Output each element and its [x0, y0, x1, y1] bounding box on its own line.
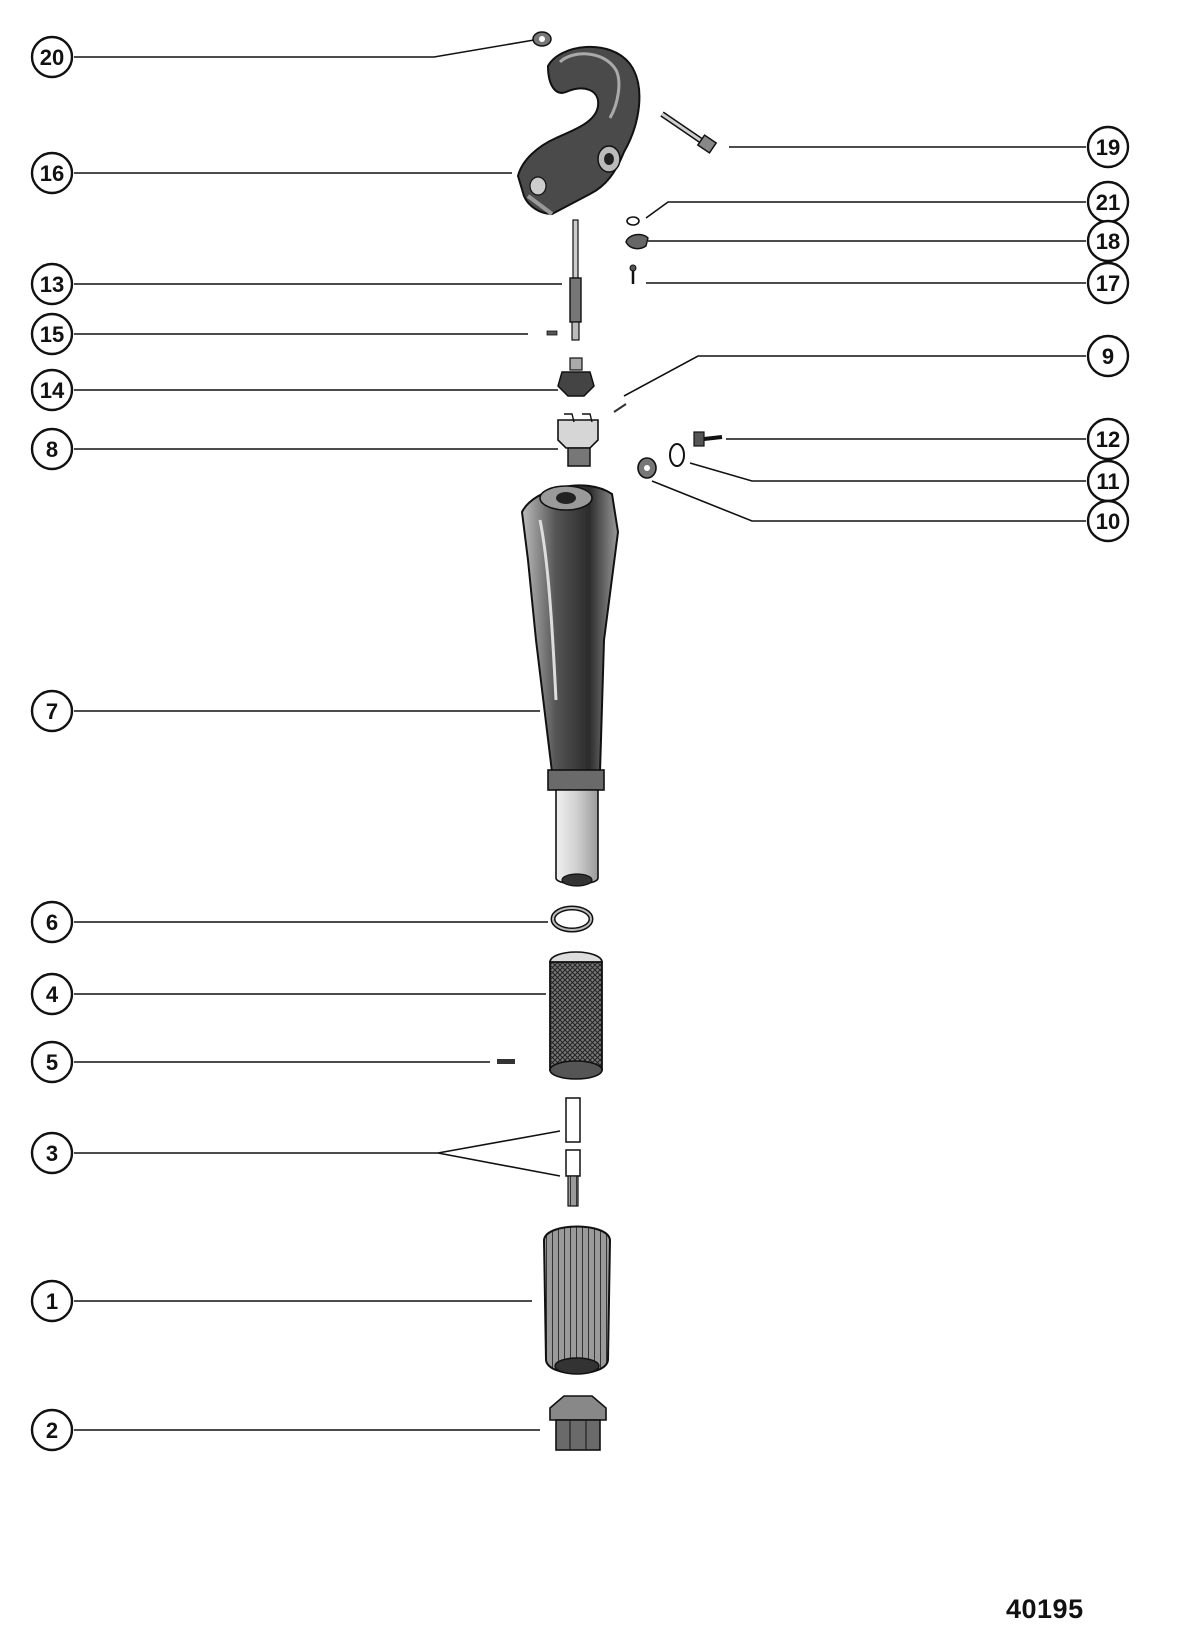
svg-text:10: 10 — [1096, 509, 1120, 534]
callout-21: 21 — [1086, 180, 1130, 224]
callout-7: 7 — [30, 689, 74, 733]
svg-text:13: 13 — [40, 272, 64, 297]
callout-1: 1 — [30, 1279, 74, 1323]
svg-text:21: 21 — [1096, 190, 1120, 215]
svg-text:7: 7 — [46, 699, 58, 724]
callout-3: 3 — [30, 1131, 74, 1175]
callout-20: 20 — [30, 35, 74, 79]
svg-text:11: 11 — [1096, 469, 1119, 494]
svg-text:19: 19 — [1096, 135, 1120, 160]
callout-5: 5 — [30, 1040, 74, 1084]
svg-text:15: 15 — [40, 322, 64, 347]
part-11-washer — [669, 443, 685, 467]
leader-9 — [623, 355, 1086, 397]
part-3-studs — [565, 1097, 581, 1207]
svg-text:1: 1 — [46, 1289, 58, 1314]
figure-number: 40195 — [1006, 1594, 1084, 1624]
part-7-shift-handle-tube — [520, 484, 620, 887]
part-8-bushing — [557, 413, 599, 467]
svg-text:2: 2 — [46, 1418, 58, 1443]
svg-text:4: 4 — [46, 982, 59, 1007]
svg-text:9: 9 — [1102, 344, 1114, 369]
part-2-nut — [549, 1395, 607, 1451]
callout-13: 13 — [30, 262, 74, 306]
part-20-nut — [532, 31, 552, 47]
part-17-screw — [629, 264, 637, 284]
part-14-detent — [557, 357, 595, 397]
callout-9: 9 — [1086, 334, 1130, 378]
leader-3 — [74, 1130, 561, 1177]
callout-14: 14 — [30, 368, 74, 412]
part-21-washer — [626, 216, 640, 226]
part-15-pin — [546, 330, 558, 336]
svg-text:12: 12 — [1096, 427, 1120, 452]
leader-21 — [645, 201, 1086, 219]
callout-18: 18 — [1086, 219, 1130, 263]
part-1-grip — [542, 1225, 612, 1375]
part-16-shift-handle-head — [516, 45, 641, 216]
callout-6: 6 — [30, 900, 74, 944]
leader-11 — [689, 462, 1086, 482]
svg-text:3: 3 — [46, 1141, 58, 1166]
leader-10 — [651, 480, 1086, 522]
callout-16: 16 — [30, 151, 74, 195]
svg-text:17: 17 — [1096, 271, 1120, 296]
callout-4: 4 — [30, 972, 74, 1016]
part-13-shift-rod — [569, 219, 582, 341]
callout-11: 11 — [1086, 459, 1130, 503]
svg-text:8: 8 — [46, 437, 58, 462]
part-12-screw — [693, 431, 723, 447]
part-5-pin — [497, 1059, 515, 1064]
svg-text:16: 16 — [40, 161, 64, 186]
svg-text:18: 18 — [1096, 229, 1120, 254]
callout-2: 2 — [30, 1408, 74, 1452]
callout-8: 8 — [30, 427, 74, 471]
svg-text:14: 14 — [40, 378, 65, 403]
svg-text:20: 20 — [40, 45, 64, 70]
callout-17: 17 — [1086, 261, 1130, 305]
part-9-spring — [613, 403, 627, 413]
part-4-sleeve — [549, 951, 603, 1080]
leader-lines — [74, 39, 1086, 1431]
callout-10: 10 — [1086, 499, 1130, 543]
svg-text:5: 5 — [46, 1050, 58, 1075]
leader-20 — [74, 39, 535, 58]
callout-12: 12 — [1086, 417, 1130, 461]
callout-15: 15 — [30, 312, 74, 356]
part-6-o-ring — [550, 905, 594, 933]
part-19-bolt — [660, 111, 718, 154]
callout-19: 19 — [1086, 125, 1130, 169]
part-10-nut — [637, 457, 657, 479]
part-18-clip — [625, 233, 649, 250]
svg-text:6: 6 — [46, 910, 58, 935]
